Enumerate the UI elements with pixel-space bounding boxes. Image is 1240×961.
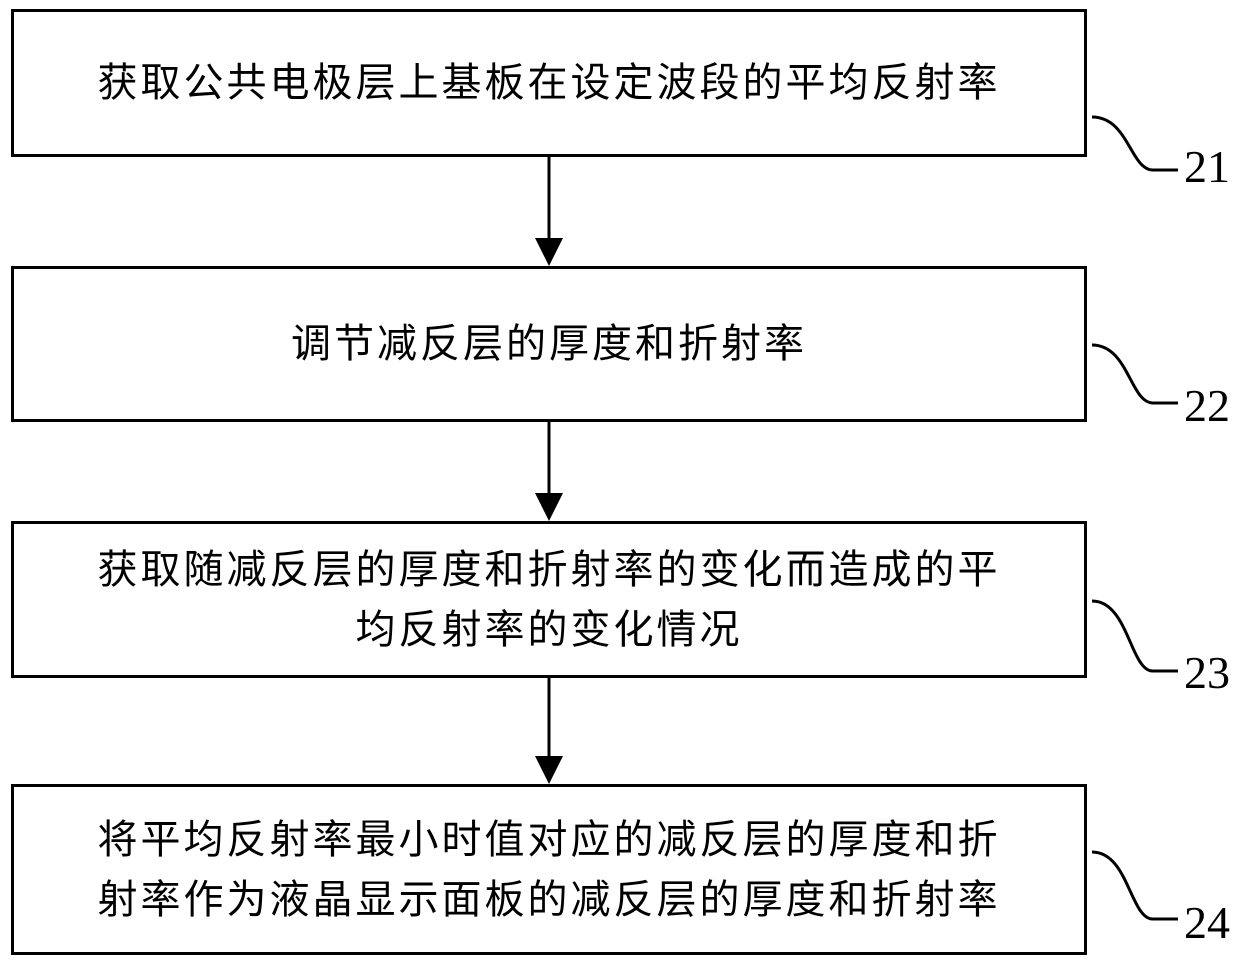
arrow-23-to-24 bbox=[535, 678, 563, 784]
step-tag-21: 21 bbox=[1184, 144, 1230, 190]
leader-curve-23 bbox=[1092, 601, 1178, 671]
arrow-21-to-22 bbox=[535, 157, 563, 266]
arrow-22-to-23 bbox=[535, 422, 563, 521]
step-tag-23: 23 bbox=[1184, 650, 1230, 696]
leader-curve-22 bbox=[1092, 345, 1178, 403]
leader-curve-21 bbox=[1092, 117, 1178, 170]
step-tag-24: 24 bbox=[1184, 900, 1230, 946]
leader-curve-24 bbox=[1092, 852, 1178, 919]
step-tag-22: 22 bbox=[1184, 383, 1230, 429]
